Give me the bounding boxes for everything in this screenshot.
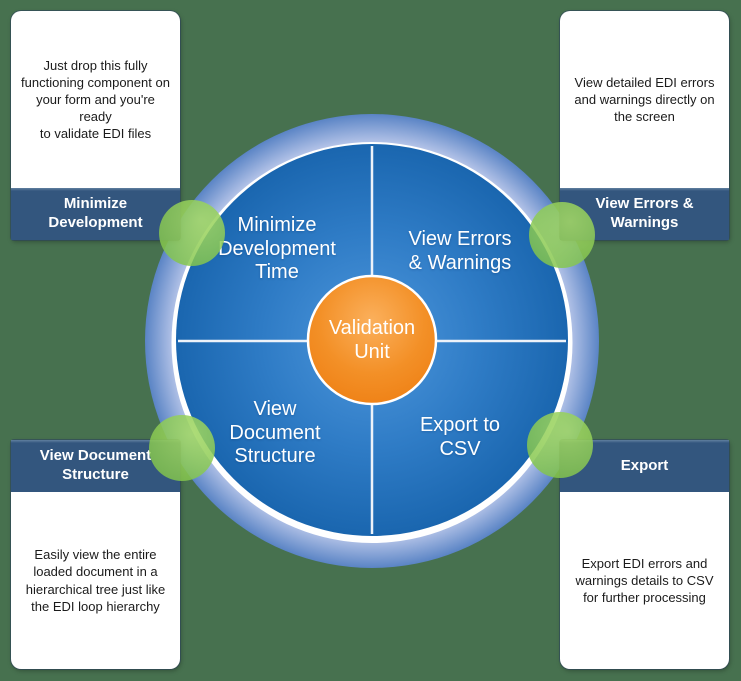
quadrant-label-export-to-csv: Export to CSV xyxy=(419,414,501,460)
card-view-document-structure: View Document Structure Easily view the … xyxy=(11,440,180,669)
card-view-errors-warnings: View detailed EDI errors and warnings di… xyxy=(560,11,729,240)
quadrant-label-view-errors-warnings: View Errors & Warnings xyxy=(408,228,512,274)
card-view-errors-warnings-text: View detailed EDI errors and warnings di… xyxy=(574,74,715,125)
card-export: Export Export EDI errors and warnings de… xyxy=(560,440,729,669)
connector-circle-bottom-left xyxy=(149,415,215,481)
center-circle xyxy=(306,274,438,406)
card-minimize-development-text: Just drop this fully functioning compone… xyxy=(21,57,170,142)
card-export-text: Export EDI errors and warnings details t… xyxy=(575,555,714,606)
quadrant-label-view-document-structure: View Document Structure xyxy=(229,398,321,468)
card-view-document-structure-text: Easily view the entire loaded document i… xyxy=(25,547,166,614)
card-minimize-development: Just drop this fully functioning compone… xyxy=(11,11,180,240)
connector-circle-top-left xyxy=(159,200,225,266)
center-label-validation-unit: Validation Unit xyxy=(328,317,416,363)
quadrant-label-minimize-development-time: Minimize Development Time xyxy=(218,214,336,284)
card-minimize-development-title: Minimize Development xyxy=(11,188,180,240)
connector-circle-bottom-right xyxy=(527,412,593,478)
connector-circle-top-right xyxy=(529,202,595,268)
